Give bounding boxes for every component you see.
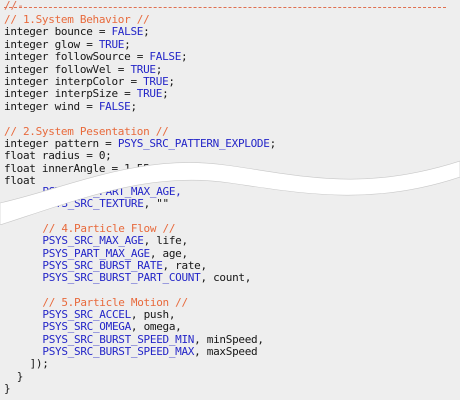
code-text: , maxSpeed — [194, 344, 258, 358]
code-text: integer followSource = — [4, 50, 150, 64]
code-comment: // 2.System Pesentation // — [4, 124, 169, 138]
code-constant: PSYS_SRC_TEXTURE — [42, 197, 144, 211]
code-constant: TRUE — [130, 62, 156, 76]
code-line: float radius = 0; — [4, 149, 112, 163]
code-comment: // 1.System Behavior // — [4, 13, 150, 26]
code-text: float innerAngle = 1.55; — [4, 161, 156, 175]
code-constant: PSYS_SRC_BURST_SPEED_MIN — [42, 332, 195, 346]
code-constant: PSYS_SRC_PATTERN_EXPLODE — [117, 137, 270, 150]
code-text: , rate, — [162, 258, 208, 272]
code-constant: PSYS_SRC_ACCEL — [42, 308, 131, 321]
code-text: , minSpeed, — [194, 332, 264, 346]
code-text: } — [4, 381, 11, 395]
code-line: integer glow = TRUE; — [4, 37, 131, 51]
code-text: integer bounce = — [4, 25, 112, 39]
code-constant: PSYS_SRC_BURST_RATE — [42, 258, 163, 272]
top-dashed-rule — [4, 7, 446, 8]
code-text: integer followVel = — [4, 62, 131, 76]
code-constant: PSYS_SRC_PART_MAX_AGE, — [42, 185, 182, 198]
code-text: ; — [181, 50, 188, 64]
code-line: PSYS_SRC_BURST_SPEED_MAX, maxSpeed — [42, 344, 258, 358]
code-text: ]); — [29, 357, 49, 371]
code-comment: // 5.Particle Motion // — [42, 295, 188, 309]
code-line: PSYS_SRC_BURST_PART_COUNT, count, — [42, 272, 251, 284]
top-rule-marker: //- — [4, 0, 24, 12]
code-text: float radius = 0; — [4, 149, 112, 163]
code-line: PSYS_SRC_MAX_AGE, life, — [42, 234, 189, 248]
code-constant: PSYS_SRC_BURST_SPEED_MAX — [42, 344, 195, 358]
code-line: integer interpSize = TRUE; — [4, 87, 169, 101]
code-line: float — [4, 175, 36, 187]
code-line: // 2.System Pesentation // — [4, 124, 169, 138]
code-text: ; — [168, 75, 175, 88]
code-line: PSYS_SRC_ACCEL, push, — [42, 309, 175, 321]
code-constant: PSYS_PART_MAX_AGE — [42, 246, 150, 260]
code-line: integer interpColor = TRUE; — [4, 76, 175, 88]
code-line: integer followSource = FALSE; — [4, 50, 188, 64]
code-line: PSYS_PART_MAX_AGE, age, — [42, 246, 188, 260]
code-constant: PSYS_SRC_MAX_AGE — [42, 234, 144, 248]
code-constant: TRUE — [136, 87, 163, 101]
code-text: ; — [124, 37, 131, 51]
code-line: integer followVel = TRUE; — [4, 62, 163, 76]
code-constant: TRUE — [143, 75, 169, 88]
code-text: } — [16, 369, 24, 383]
code-line: } — [4, 381, 11, 395]
code-text: integer interpSize = — [4, 87, 137, 101]
code-text: integer pattern = — [4, 137, 118, 150]
code-constant: PSYS_SRC_BURST_PART_COUNT — [42, 271, 201, 285]
code-constant: TRUE — [98, 37, 125, 51]
code-text: ; — [162, 87, 169, 101]
code-text: , omega, — [130, 320, 182, 334]
code-text: ; — [130, 99, 137, 113]
code-line: integer bounce = FALSE; — [4, 25, 150, 39]
code-comment: // 4.Particle Flow // — [42, 221, 176, 235]
code-line: // 1.System Behavior // — [4, 13, 150, 26]
code-constant: FALSE — [111, 25, 144, 39]
code-line: ]); — [30, 358, 49, 370]
code-line: PSYS_SRC_BURST_RATE, rate, — [42, 258, 208, 272]
code-text: , push, — [130, 308, 176, 321]
code-text: float — [4, 174, 36, 188]
code-text: integer glow = — [4, 37, 99, 51]
code-text: ; — [155, 62, 163, 76]
code-line: // 5.Particle Motion // — [42, 295, 188, 309]
code-line: integer wind = FALSE; — [4, 99, 137, 113]
code-text: , "" — [143, 197, 170, 211]
code-constant: FALSE — [98, 99, 131, 113]
code-constant: PSYS_SRC_OMEGA — [42, 320, 131, 334]
code-constant: FALSE — [149, 50, 182, 64]
code-line: // 4.Particle Flow // — [42, 221, 176, 235]
code-line: float innerAngle = 1.55; — [4, 161, 156, 175]
code-line: PSYS_SRC_BURST_SPEED_MIN, minSpeed, — [42, 332, 264, 346]
code-line: PSYS_SRC_OMEGA, omega, — [42, 321, 181, 333]
code-text: integer interpColor = — [4, 75, 144, 88]
code-line: integer pattern = PSYS_SRC_PATTERN_EXPLO… — [4, 138, 276, 150]
code-text: ; — [143, 25, 150, 39]
code-text: , age, — [149, 246, 188, 260]
code-text: , count, — [200, 271, 252, 285]
code-text: ; — [269, 137, 277, 150]
code-line: } — [16, 369, 24, 383]
code-line: PSYS_SRC_TEXTURE, "" — [42, 197, 170, 211]
code-line: PSYS_SRC_PART_MAX_AGE, — [42, 186, 181, 198]
code-text: integer wind = — [4, 99, 99, 113]
code-text: , life, — [143, 234, 189, 248]
